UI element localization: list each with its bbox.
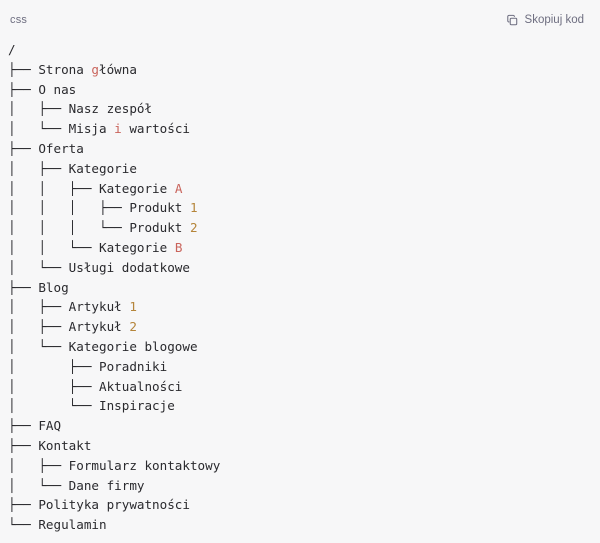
code-token-highlight: A (174, 180, 183, 196)
copy-icon (506, 14, 519, 27)
code-line: ├── Strona główna (8, 60, 600, 80)
copy-code-button[interactable]: Skopiuj kod (504, 12, 586, 29)
code-token: ├── Kontakt (8, 437, 92, 453)
code-line: │ ├── Artykuł 2 (8, 317, 600, 337)
code-token-highlight: g (91, 61, 99, 77)
code-line: │ ├── Aktualności (8, 377, 600, 397)
code-line: │ │ └── Kategorie B (8, 238, 600, 258)
code-line: └── Regulamin (8, 515, 600, 535)
code-token: ├── O nas (8, 81, 77, 97)
code-token: │ ├── Formularz kontaktowy (8, 457, 221, 473)
code-line: ├── O nas (8, 80, 600, 100)
code-token: │ ├── Nasz zespół (8, 101, 153, 117)
code-token: │ └── Inspiracje (8, 398, 175, 414)
code-token: │ │ │ ├── Produkt (8, 200, 190, 216)
copy-code-label: Skopiuj kod (524, 14, 584, 26)
code-token: │ └── Usługi dodatkowe (8, 259, 190, 275)
code-token: │ └── Misja (8, 121, 115, 137)
code-token: │ │ │ └── Produkt (8, 220, 190, 236)
code-line: │ ├── Poradniki (8, 357, 600, 377)
code-line: │ │ │ └── Produkt 2 (8, 218, 600, 238)
code-token: │ │ └── Kategorie (8, 239, 175, 255)
code-token: │ ├── Artykuł (8, 299, 130, 315)
code-line: / (8, 40, 600, 60)
code-token: ├── Polityka prywatności (8, 497, 190, 513)
code-token-highlight: 2 (189, 220, 198, 236)
code-line: │ └── Usługi dodatkowe (8, 258, 600, 278)
code-block-header: css Skopiuj kod (0, 0, 600, 40)
code-token-highlight: i (114, 121, 122, 137)
code-line: ├── Blog (8, 278, 600, 298)
code-line: │ └── Kategorie blogowe (8, 337, 600, 357)
code-token-highlight: B (174, 239, 183, 255)
code-line: ├── Oferta (8, 139, 600, 159)
code-token: łówna (99, 61, 137, 77)
code-token: │ ├── Kategorie (8, 160, 137, 176)
code-language-label: css (10, 14, 28, 26)
code-line: │ ├── Formularz kontaktowy (8, 456, 600, 476)
code-line: ├── FAQ (8, 416, 600, 436)
code-token: / (8, 42, 16, 57)
code-line: │ │ ├── Kategorie A (8, 179, 600, 199)
code-token-highlight: 1 (129, 299, 137, 315)
code-token: │ └── Kategorie blogowe (8, 338, 198, 354)
code-line: │ └── Inspiracje (8, 396, 600, 416)
code-line: │ ├── Nasz zespół (8, 99, 600, 119)
code-token: │ ├── Artykuł (8, 319, 130, 335)
code-line: │ └── Dane firmy (8, 476, 600, 496)
code-token: ├── Oferta (8, 140, 84, 156)
code-token: ├── Strona (8, 61, 92, 77)
code-block-body: /├── Strona główna├── O nas│ ├── Nasz ze… (0, 40, 600, 535)
code-token: │ └── Dane firmy (8, 477, 145, 493)
code-line: │ ├── Artykuł 1 (8, 297, 600, 317)
code-token: └── Regulamin (8, 517, 107, 533)
code-line: │ │ │ ├── Produkt 1 (8, 198, 600, 218)
code-line: ├── Kontakt (8, 436, 600, 456)
code-token-highlight: 2 (129, 319, 137, 335)
code-line: ├── Polityka prywatności (8, 495, 600, 515)
code-token: ├── Blog (8, 279, 69, 295)
code-token: wartości (121, 121, 190, 137)
code-token-highlight: 1 (189, 200, 198, 216)
code-token: ├── FAQ (8, 418, 62, 434)
code-token: │ ├── Aktualności (8, 378, 183, 394)
code-line: │ └── Misja i wartości (8, 119, 600, 139)
code-line: │ ├── Kategorie (8, 159, 600, 179)
sitemap-tree-code: /├── Strona główna├── O nas│ ├── Nasz ze… (8, 40, 600, 535)
code-token: │ │ ├── Kategorie (8, 180, 175, 196)
code-token: │ ├── Poradniki (8, 358, 168, 374)
